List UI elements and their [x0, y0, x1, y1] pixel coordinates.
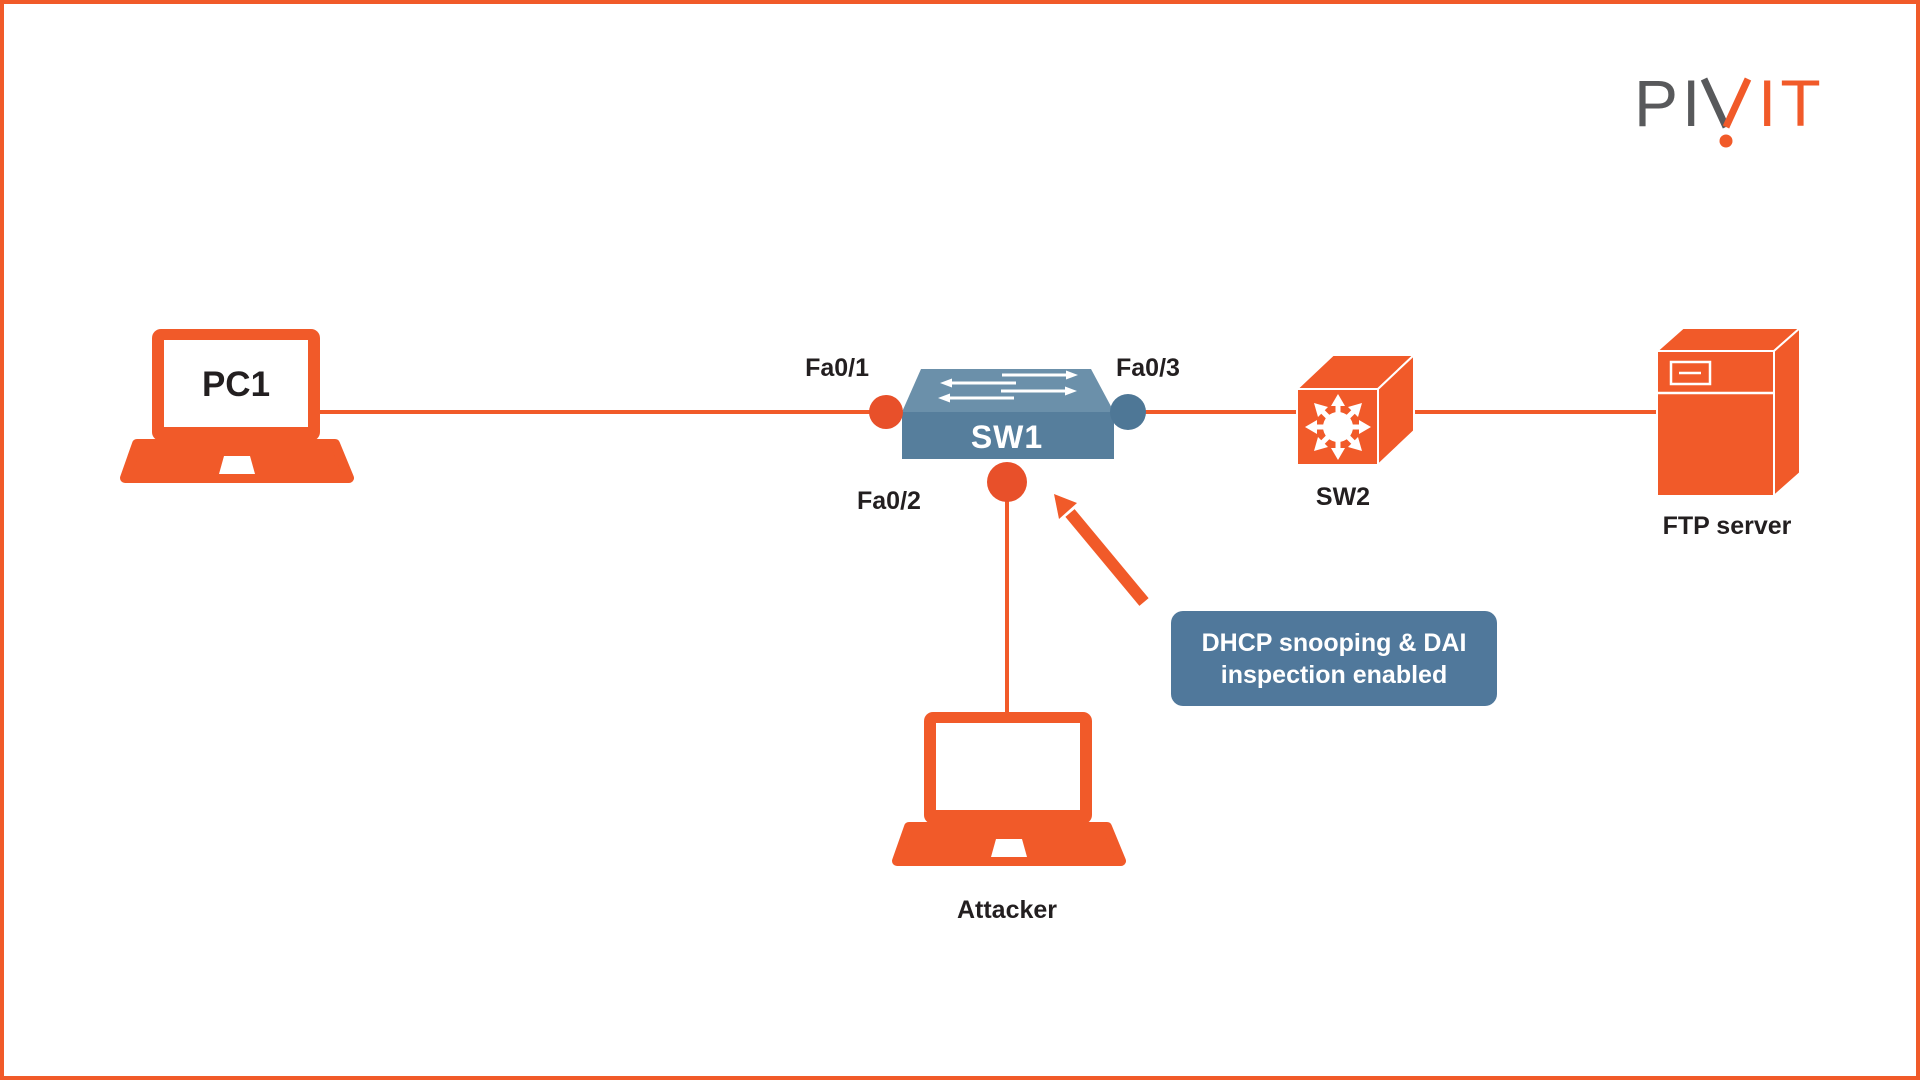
device-attacker: [892, 712, 1128, 883]
annotation-arrow-icon: [1054, 494, 1149, 606]
switch-icon: SW1: [902, 369, 1114, 459]
laptop-icon: PC1: [120, 329, 354, 483]
link-sw1-attacker: [1005, 474, 1009, 716]
callout-line1: DHCP snooping & DAI: [1201, 628, 1467, 657]
callout-dhcp-snooping: DHCP snooping & DAI inspection enabled: [1171, 611, 1497, 706]
device-ftp-server: [1655, 324, 1805, 505]
pivit-logo: PI IT: [1634, 66, 1825, 148]
attacker-label: Attacker: [956, 896, 1058, 924]
ftp-server-label: FTP server: [1662, 512, 1792, 540]
sw1-label: SW1: [971, 419, 1043, 455]
device-sw1: SW1: [900, 366, 1116, 466]
port-dot-fa0-3: [1110, 394, 1146, 430]
multilayer-switch-icon: [1296, 354, 1415, 466]
logo-text-gray: PI: [1634, 66, 1704, 140]
laptop-icon: [892, 712, 1126, 866]
port-label-fa0-1: Fa0/1: [805, 354, 869, 382]
server-icon: [1656, 327, 1801, 497]
port-label-fa0-3: Fa0/3: [1116, 354, 1180, 382]
port-label-fa0-2: Fa0/2: [857, 487, 921, 515]
drive-slot-icon: [1669, 360, 1712, 386]
logo-text-orange: IT: [1758, 66, 1825, 140]
callout-line2: inspection enabled: [1220, 660, 1448, 689]
sw2-label: SW2: [1315, 483, 1371, 511]
device-sw2: [1295, 322, 1425, 477]
device-pc1: PC1: [120, 329, 356, 500]
port-dot-fa0-2: [987, 462, 1027, 502]
logo-dot-icon: [1719, 134, 1733, 148]
port-dot-fa0-1: [869, 395, 903, 429]
pc1-label: PC1: [202, 365, 270, 404]
